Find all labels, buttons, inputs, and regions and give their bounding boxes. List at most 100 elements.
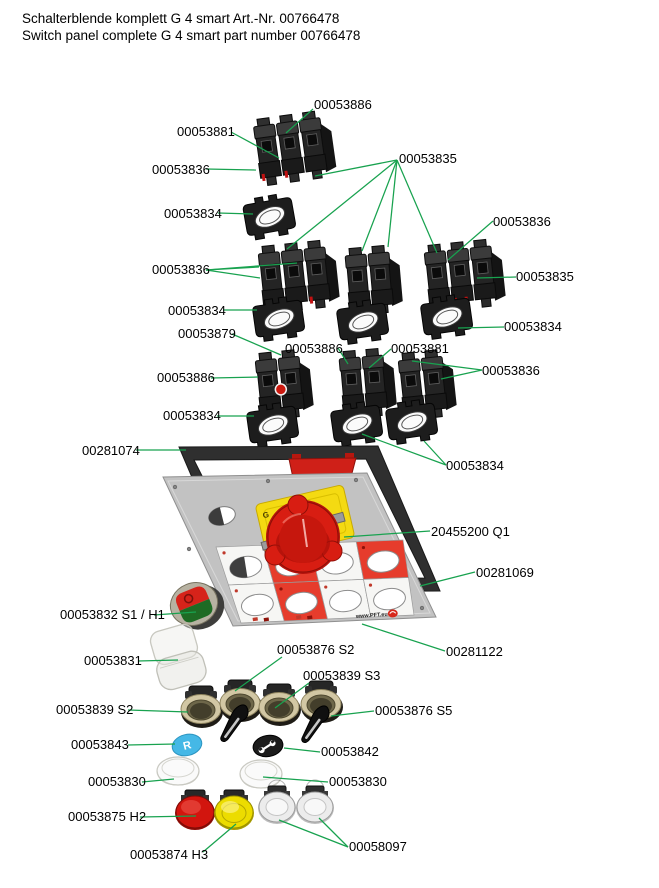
reverse-marking: R	[182, 739, 193, 753]
part-label-00053836-d: 00053836	[482, 363, 540, 378]
part-label-00053875-h2: 00053875 H2	[68, 809, 147, 824]
part-label-00053881-a: 00053881	[177, 124, 235, 139]
leader-line	[423, 440, 447, 466]
part-label-00053834-c: 00053834	[504, 319, 562, 334]
mounting-frame-row3-center	[329, 399, 385, 448]
part-label-00053835-a: 00053835	[399, 151, 457, 166]
title-line-en: Switch panel complete G 4 smart part num…	[22, 28, 361, 43]
red-indicator-lens	[274, 383, 288, 396]
part-label-00053839-s3: 00053839 S3	[303, 668, 381, 683]
contact-block-row1	[251, 110, 337, 187]
leader-line	[127, 709, 189, 713]
leader-line	[153, 611, 197, 616]
sealing-ring-right	[239, 759, 283, 789]
panel-oval-hole	[208, 506, 236, 526]
leader-line	[139, 815, 197, 818]
leader-line	[210, 376, 259, 379]
part-label-20455200-q1: 20455200 Q1	[431, 524, 510, 539]
part-label-00053836-c: 00053836	[493, 214, 551, 229]
part-label-00053832-s1h1: 00053832 S1 / H1	[60, 607, 165, 622]
part-label-00053834-d: 00053834	[163, 408, 221, 423]
leader-line	[234, 656, 283, 692]
leader-line	[205, 266, 260, 271]
sticker-icon	[222, 551, 226, 555]
selector-knob-s2	[180, 685, 224, 729]
leader-line	[286, 159, 398, 250]
part-label-00053835-b: 00053835	[516, 269, 574, 284]
leader-line	[205, 269, 261, 279]
part-label-00053876-s5: 00053876 S5	[375, 703, 453, 718]
mounting-frame-row2-right	[419, 292, 475, 341]
wrench-icon	[258, 739, 276, 754]
pilot-lamp-red-h2	[175, 789, 215, 830]
title-line-de: Schalterblende komplett G 4 smart Art.-N…	[22, 11, 340, 26]
part-label-00053830-b: 00053830	[329, 774, 387, 789]
part-label-00053886-a: 00053886	[314, 97, 372, 112]
leader-line	[231, 333, 282, 356]
leader-line	[262, 776, 329, 783]
leader-line	[361, 433, 447, 466]
part-label-00281074: 00281074	[82, 443, 140, 458]
leader-line	[396, 159, 438, 254]
leader-line	[476, 276, 517, 279]
leader-line	[278, 819, 349, 848]
part-label-00281122: 00281122	[446, 644, 503, 659]
brand-logo-icon	[387, 609, 398, 618]
part-label-00053834-e: 00053834	[446, 458, 504, 473]
leader-line	[343, 530, 431, 538]
part-label-00053886-b: 00053886	[285, 341, 343, 356]
part-label-00053834-b: 00053834	[168, 303, 226, 318]
sticker-brand: www.PFT.eu	[355, 609, 398, 620]
part-label-00058097: 00058097	[349, 839, 407, 854]
sealing-ring-left	[156, 756, 200, 786]
cap-reverse-disc: R	[171, 733, 203, 757]
leader-line	[387, 159, 398, 248]
sticker-cutout	[329, 589, 362, 613]
part-label-00053843: 00053843	[71, 737, 129, 752]
sticker-cutout	[241, 593, 274, 617]
leader-line	[368, 348, 392, 369]
sticker-icon	[368, 583, 373, 587]
cap-wrench-disc	[252, 734, 284, 758]
illuminated-rocker-switch-s1h1	[169, 582, 225, 630]
mounting-frame-row3-left	[245, 400, 301, 449]
leader-lines	[127, 108, 517, 853]
pilot-lamp-yellow-h3	[214, 789, 254, 830]
leader-line	[274, 682, 310, 709]
plate-marking: G	[262, 510, 270, 520]
leader-line	[318, 817, 349, 848]
part-label-00053831: 00053831	[84, 653, 142, 668]
leader-line	[411, 360, 483, 371]
sticker-icon	[234, 589, 238, 593]
part-label-00053839-s2: 00053839 S2	[56, 702, 134, 717]
part-label-00053874-h3: 00053874 H3	[130, 847, 209, 862]
pushbutton-clear-2	[296, 779, 334, 824]
leader-line	[447, 220, 494, 261]
mounting-frame-row1	[241, 191, 298, 242]
sticker-cutout	[285, 591, 318, 615]
leader-line	[217, 212, 254, 215]
sticker-cutout	[366, 550, 400, 573]
leader-line	[205, 168, 257, 171]
leader-line	[419, 571, 476, 587]
leader-line	[361, 623, 446, 652]
sticker-icon	[361, 545, 366, 550]
pushbutton-clear-1	[258, 779, 296, 824]
part-label-00053834-a: 00053834	[164, 206, 222, 221]
leader-line	[330, 710, 375, 717]
leader-line	[141, 778, 175, 783]
contact-block-row3-center	[337, 347, 397, 420]
mounting-frame-row2-left	[251, 294, 307, 343]
contact-block-row2-center	[343, 244, 403, 317]
rotary-handle-q1	[264, 494, 343, 574]
leader-line	[137, 659, 179, 662]
sticker-icon	[279, 587, 283, 591]
part-label-00053842: 00053842	[321, 744, 379, 759]
part-label-00281069: 00281069	[476, 565, 534, 580]
part-label-00053830-a: 00053830	[88, 774, 146, 789]
sticker-cutout	[373, 587, 406, 611]
page-title: Schalterblende komplett G 4 smart Art.-N…	[22, 10, 360, 44]
leader-line	[361, 159, 398, 252]
